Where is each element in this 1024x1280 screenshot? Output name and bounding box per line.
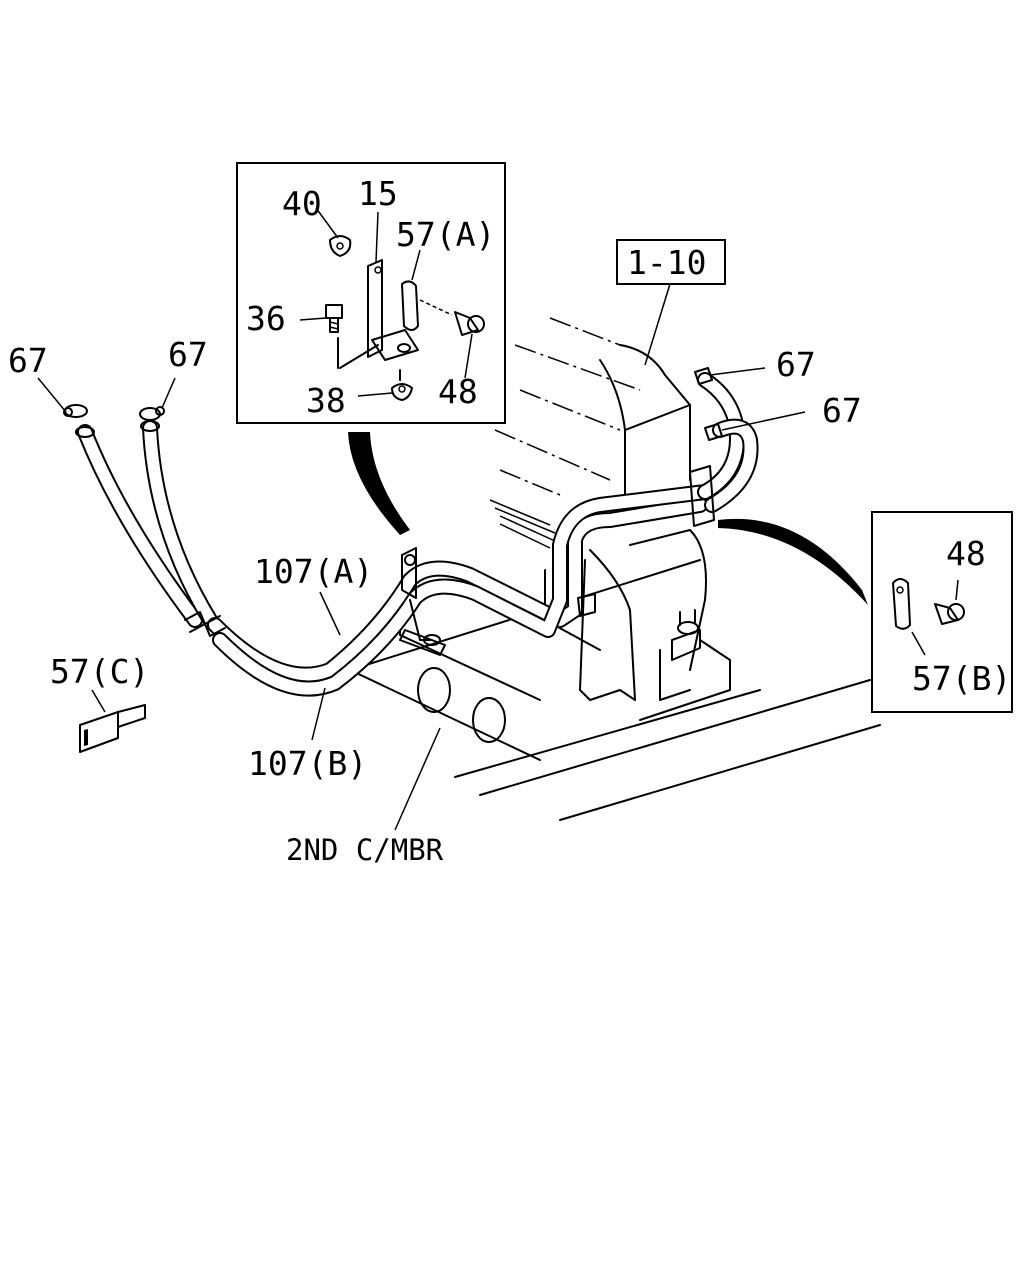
- crossmember-frame: [349, 559, 881, 821]
- label-part-67-left-b: 67: [168, 335, 208, 374]
- label-part-15: 15: [358, 174, 398, 213]
- detail-inset-top: [236, 162, 506, 424]
- label-part-57a: 57(A): [396, 215, 495, 254]
- label-part-48-inset: 48: [438, 372, 478, 411]
- clamp-bracket-right: [577, 465, 715, 617]
- label-part-67-right-a: 67: [776, 345, 816, 384]
- label-crossmember: 2ND C/MBR: [286, 833, 444, 867]
- label-part-107a: 107(A): [254, 552, 373, 591]
- label-part-48-right: 48: [946, 534, 986, 573]
- tag-57c: [79, 689, 146, 753]
- detail-inset-right: [871, 511, 1013, 713]
- pipe-107: [75, 372, 759, 697]
- leader-lines: [37, 283, 806, 831]
- ref-box-1-10: [616, 239, 726, 285]
- label-part-36: 36: [246, 299, 286, 338]
- label-part-67-left-a: 67: [8, 341, 48, 380]
- hose-clamp-67-right: [694, 367, 723, 441]
- label-ref-1-10: 1-10: [627, 243, 706, 282]
- hose-clamp-67-left: [63, 404, 165, 421]
- label-part-67-right-b: 67: [822, 391, 862, 430]
- label-part-107b: 107(B): [248, 744, 367, 783]
- label-part-57b: 57(B): [912, 659, 1011, 698]
- clamp-bracket-left: [399, 547, 446, 656]
- inset-pointer-top: [348, 432, 410, 535]
- label-part-40: 40: [282, 184, 322, 223]
- label-part-38: 38: [306, 381, 346, 420]
- inset-pointer-right: [718, 518, 868, 605]
- label-part-57c: 57(C): [50, 652, 149, 691]
